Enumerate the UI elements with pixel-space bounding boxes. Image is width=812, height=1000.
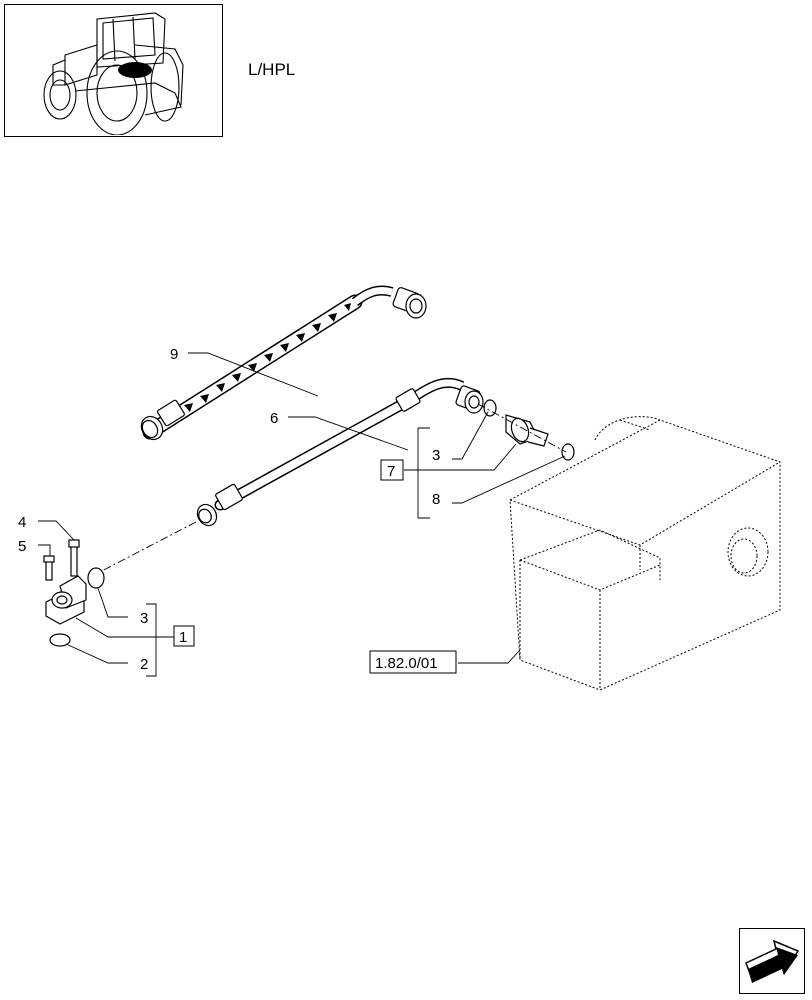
pipe-9 — [140, 285, 427, 441]
callout-3-upper: 3 — [432, 447, 440, 464]
callout-9: 9 — [170, 346, 178, 363]
tractor-thumbnail — [4, 4, 223, 137]
o-ring-8 — [561, 443, 575, 461]
flange-fitting-1 — [43, 539, 105, 647]
callout-6: 6 — [270, 410, 278, 427]
screw-5 — [45, 559, 53, 581]
callout-1: 1 — [179, 629, 187, 646]
leader-lines — [38, 352, 566, 677]
callout-3-lower: 3 — [140, 610, 148, 627]
screw-4 — [70, 545, 78, 577]
callout-4: 4 — [18, 514, 26, 531]
o-ring-2 — [49, 633, 71, 647]
variant-label: L/HPL — [248, 60, 296, 79]
o-ring-3-lower — [87, 567, 105, 589]
fitting-group — [483, 399, 575, 461]
tank-assembly — [509, 416, 781, 691]
callout-8: 8 — [432, 491, 440, 508]
callout-5: 5 — [18, 538, 26, 555]
reference-box — [369, 650, 457, 674]
center-lines — [95, 403, 567, 575]
callout-7-box — [380, 459, 404, 481]
callout-2: 2 — [140, 656, 148, 673]
next-page-arrow-icon — [745, 939, 800, 983]
callout-7: 7 — [387, 463, 395, 480]
pipe-6 — [196, 377, 484, 527]
next-page-button[interactable] — [739, 928, 805, 994]
o-ring-3-upper — [483, 399, 497, 417]
reference-label: 1.82.0/01 — [375, 655, 438, 672]
callout-1-box — [173, 625, 195, 647]
